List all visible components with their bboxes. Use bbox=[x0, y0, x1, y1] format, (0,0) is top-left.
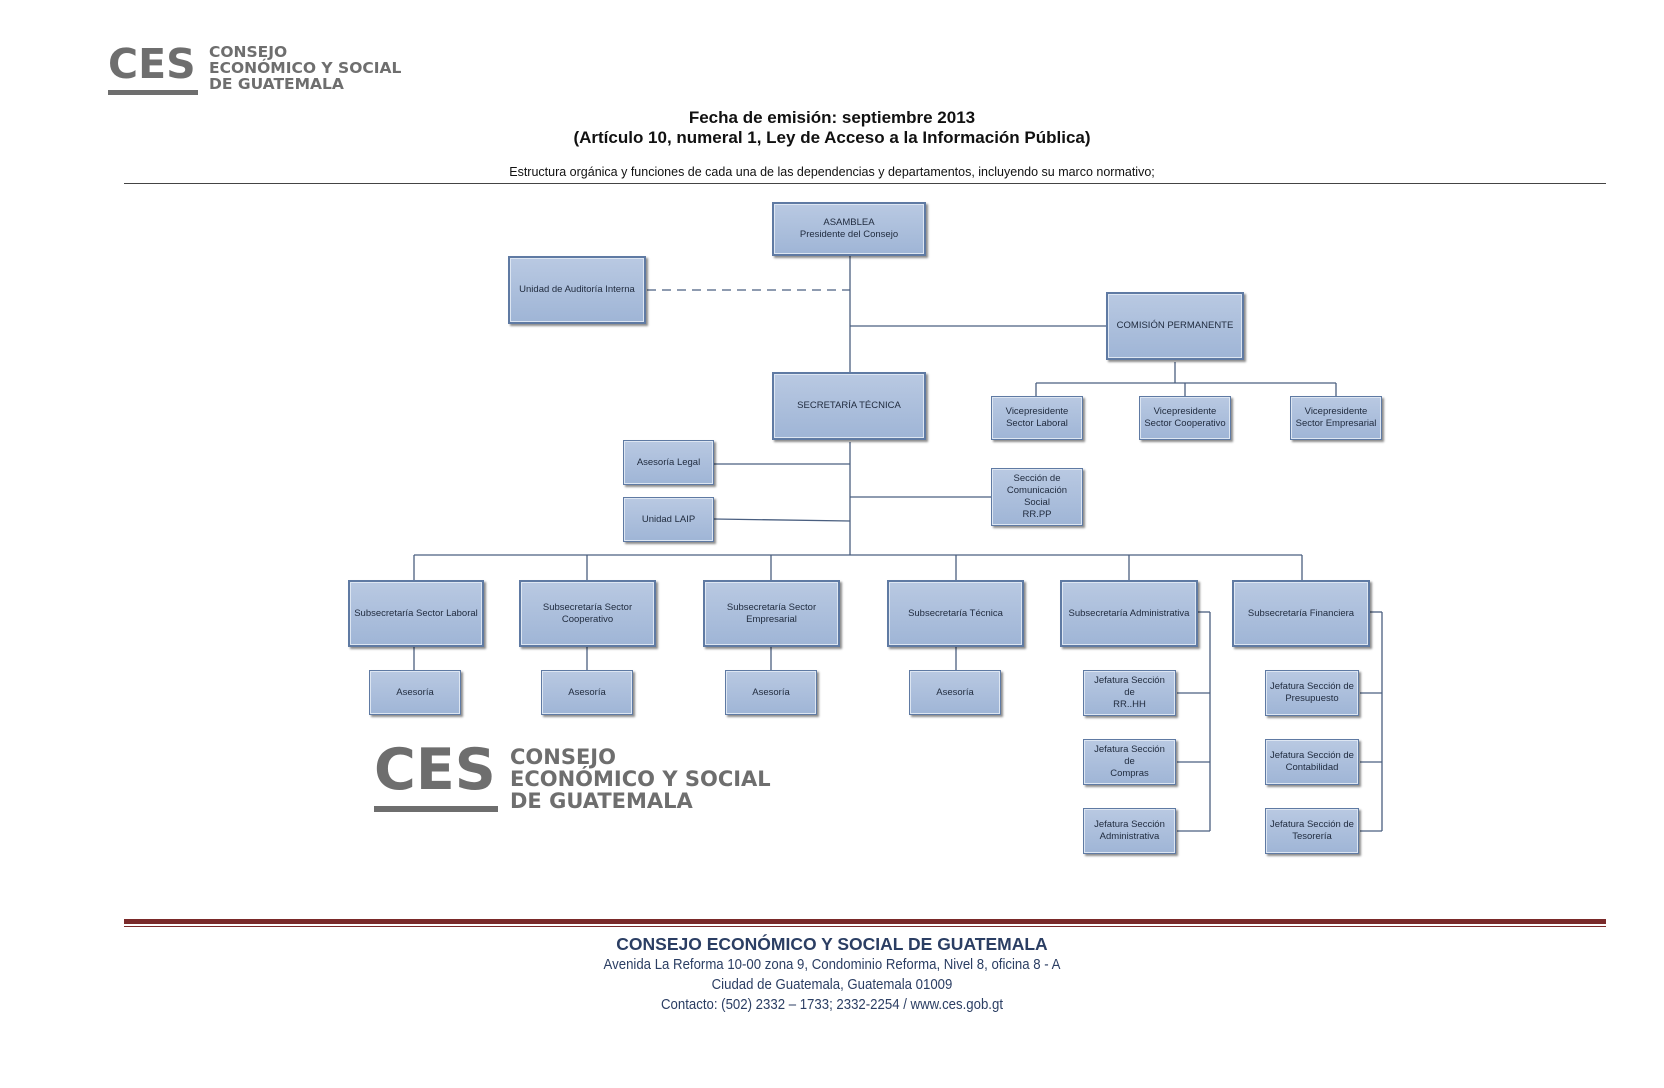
watermark-logo: CES CONSEJO ECONÓMICO Y SOCIAL DE GUATEM… bbox=[374, 738, 774, 812]
header-logo-line3: DE GUATEMALA bbox=[209, 75, 344, 93]
box-asesoria-laboral: Asesoría bbox=[369, 670, 461, 715]
footer-address: Avenida La Reforma 10-00 zona 9, Condomi… bbox=[603, 956, 1061, 973]
footer-divider-thick bbox=[124, 919, 1606, 924]
box-jefatura-contabilidad-label: Jefatura Sección de Contabilidad bbox=[1270, 750, 1354, 773]
box-asesoria-cooperativo: Asesoría bbox=[541, 670, 633, 715]
footer-contact: Contacto: (502) 2332 – 1733; 2332-2254 /… bbox=[661, 996, 1003, 1013]
box-comunicacion-social: Sección de Comunicación Social RR.PP bbox=[991, 468, 1083, 526]
box-jefatura-administrativa: Jefatura Sección Administrativa bbox=[1083, 808, 1176, 854]
box-asesoria-legal: Asesoría Legal bbox=[623, 440, 714, 485]
box-sub-laboral: Subsecretaría Sector Laboral bbox=[348, 580, 484, 647]
box-vice-cooperativo-label: Vicepresidente Sector Cooperativo bbox=[1144, 406, 1226, 429]
box-secretaria-tecnica: SECRETARÍA TÉCNICA bbox=[772, 372, 926, 440]
watermark-logo-mark: CES bbox=[374, 737, 496, 803]
box-asamblea-label: ASAMBLEA Presidente del Consejo bbox=[799, 217, 899, 240]
box-auditoria-interna: Unidad de Auditoría Interna bbox=[508, 256, 646, 324]
box-asesoria-tecnica-label: Asesoría bbox=[936, 686, 974, 698]
box-jefatura-rrhh-label: Jefatura Sección de RR..HH bbox=[1094, 675, 1165, 710]
box-sub-cooperativo: Subsecretaría Sector Cooperativo bbox=[519, 580, 656, 647]
watermark-logo-line1: CONSEJO bbox=[510, 745, 616, 769]
box-sub-administrativa: Subsecretaría Administrativa bbox=[1060, 580, 1198, 647]
footer-divider-thin bbox=[124, 926, 1606, 927]
box-vice-laboral: Vicepresidente Sector Laboral bbox=[991, 396, 1083, 440]
header-logo-underline bbox=[108, 90, 198, 95]
box-asamblea: ASAMBLEA Presidente del Consejo bbox=[772, 202, 926, 256]
box-jefatura-compras: Jefatura Sección de Compras bbox=[1083, 739, 1176, 785]
box-asesoria-cooperativo-label: Asesoría bbox=[568, 686, 606, 698]
footer-city: Ciudad de Guatemala, Guatemala 01009 bbox=[711, 976, 953, 993]
box-vice-laboral-label: Vicepresidente Sector Laboral bbox=[1005, 406, 1069, 429]
box-asesoria-empresarial-label: Asesoría bbox=[752, 686, 790, 698]
header-logo-line1: CONSEJO bbox=[209, 43, 288, 61]
box-asesoria-empresarial: Asesoría bbox=[725, 670, 817, 715]
box-asesoria-laboral-label: Asesoría bbox=[396, 686, 434, 698]
box-unidad-laip: Unidad LAIP bbox=[623, 497, 714, 542]
box-jefatura-contabilidad: Jefatura Sección de Contabilidad bbox=[1265, 739, 1359, 785]
box-sub-tecnica-label: Subsecretaría Técnica bbox=[908, 607, 1003, 619]
box-sub-empresarial: Subsecretaría Sector Empresarial bbox=[703, 580, 840, 647]
box-sub-financiera: Subsecretaría Financiera bbox=[1232, 580, 1370, 647]
page-subtitle: Estructura orgánica y funciones de cada … bbox=[509, 165, 1155, 179]
box-comunicacion-social-label: Sección de Comunicación Social RR.PP bbox=[1006, 473, 1068, 520]
watermark-logo-text: CONSEJO ECONÓMICO Y SOCIAL DE GUATEMALA bbox=[510, 746, 771, 812]
box-jefatura-presupuesto: Jefatura Sección de Presupuesto bbox=[1265, 670, 1359, 716]
box-jefatura-presupuesto-label: Jefatura Sección de Presupuesto bbox=[1270, 681, 1354, 704]
box-sub-empresarial-label: Subsecretaría Sector Empresarial bbox=[726, 601, 817, 625]
header-logo-line2: ECONÓMICO Y SOCIAL bbox=[209, 59, 402, 77]
box-comision-permanente-label: COMISIÓN PERMANENTE bbox=[1116, 320, 1234, 331]
watermark-logo-underline bbox=[374, 806, 498, 812]
box-sub-administrativa-label: Subsecretaría Administrativa bbox=[1068, 607, 1190, 619]
box-jefatura-tesoreria-label: Jefatura Sección de Tesorería bbox=[1270, 819, 1354, 842]
box-jefatura-compras-label: Jefatura Sección de Compras bbox=[1094, 744, 1165, 779]
box-secretaria-tecnica-label: SECRETARÍA TÉCNICA bbox=[797, 400, 901, 411]
watermark-logo-line2: ECONÓMICO Y SOCIAL bbox=[510, 767, 771, 791]
box-jefatura-administrativa-label: Jefatura Sección Administrativa bbox=[1094, 819, 1165, 842]
header-divider bbox=[124, 183, 1606, 184]
footer-org-name: CONSEJO ECONÓMICO Y SOCIAL DE GUATEMALA bbox=[616, 934, 1048, 954]
watermark-logo-line3: DE GUATEMALA bbox=[510, 789, 693, 813]
box-sub-laboral-label: Subsecretaría Sector Laboral bbox=[354, 607, 478, 619]
box-jefatura-tesoreria: Jefatura Sección de Tesorería bbox=[1265, 808, 1359, 854]
header-logo-text: CONSEJO ECONÓMICO Y SOCIAL DE GUATEMALA bbox=[209, 44, 401, 92]
box-sub-cooperativo-label: Subsecretaría Sector Cooperativo bbox=[542, 601, 633, 625]
box-comision-permanente: COMISIÓN PERMANENTE bbox=[1106, 292, 1244, 360]
box-vice-cooperativo: Vicepresidente Sector Cooperativo bbox=[1139, 396, 1231, 440]
box-asesoria-tecnica: Asesoría bbox=[909, 670, 1001, 715]
box-vice-empresarial-label: Vicepresidente Sector Empresarial bbox=[1295, 406, 1377, 429]
box-vice-empresarial: Vicepresidente Sector Empresarial bbox=[1290, 396, 1382, 440]
header-logo: CES CONSEJO ECONÓMICO Y SOCIAL DE GUATEM… bbox=[108, 40, 408, 96]
page-title-line1: Fecha de emisión: septiembre 2013 bbox=[688, 108, 976, 127]
box-jefatura-rrhh: Jefatura Sección de RR..HH bbox=[1083, 670, 1176, 716]
box-asesoria-legal-label: Asesoría Legal bbox=[636, 456, 701, 468]
box-auditoria-interna-label: Unidad de Auditoría Interna bbox=[519, 284, 635, 295]
box-unidad-laip-label: Unidad LAIP bbox=[641, 513, 696, 525]
header-logo-mark: CES bbox=[108, 40, 196, 88]
box-sub-financiera-label: Subsecretaría Financiera bbox=[1247, 607, 1355, 619]
box-sub-tecnica: Subsecretaría Técnica bbox=[887, 580, 1024, 647]
page-title-line2: (Artículo 10, numeral 1, Ley de Acceso a… bbox=[573, 128, 1091, 147]
